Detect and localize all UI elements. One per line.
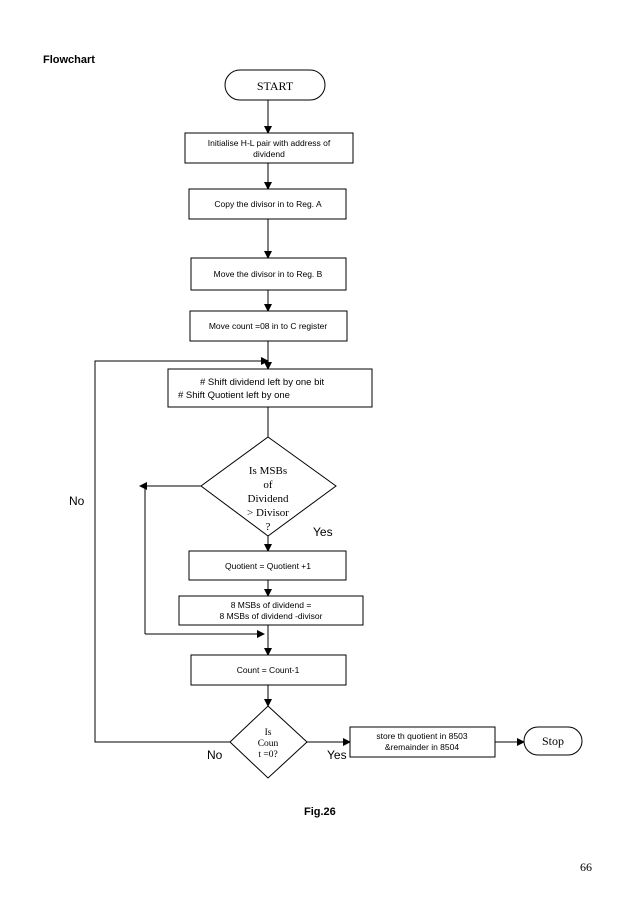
store-label-line1: store th quotient in 8503 [376, 731, 467, 741]
decision-msbs-line2: of [263, 479, 273, 491]
decision-msbs-line4: > Divisor [247, 507, 289, 519]
shift-label-line1: # Shift dividend left by one bit [200, 377, 324, 388]
init-label-line1: Initialise H-L pair with address of [208, 138, 331, 148]
msbs-box: 8 MSBs of dividend = 8 MSBs of dividend … [178, 595, 364, 626]
yes-label-decision-msbs: Yes [313, 525, 333, 539]
figure-caption: Fig.26 [304, 806, 336, 818]
start-label: START [257, 79, 294, 93]
msbs-label-line2: 8 MSBs of dividend -divisor [220, 611, 323, 621]
shift-label-line2: # Shift Quotient left by one [178, 390, 290, 401]
move-count-box: Move count =08 in to C register [189, 310, 348, 342]
stop-terminator: Stop [523, 726, 583, 756]
page-heading: Flowchart [43, 54, 95, 66]
init-label-line2: dividend [253, 149, 285, 159]
copy-divisor-label: Copy the divisor in to Reg. A [214, 199, 322, 209]
decision-msbs: Is MSBs of Dividend > Divisor ? [200, 436, 337, 537]
start-terminator: START [224, 69, 326, 101]
init-box: Initialise H-L pair with address of divi… [184, 132, 354, 164]
count-label: Count = Count-1 [237, 665, 300, 675]
page-number: 66 [580, 860, 592, 874]
decision-count-zero: Is Coun t =0? [229, 705, 308, 779]
move-divisor-label: Move the divisor in to Reg. B [214, 269, 323, 279]
no-label-loop: No [69, 494, 85, 508]
move-count-label: Move count =08 in to C register [209, 321, 328, 331]
quotient-box: Quotient = Quotient +1 [188, 550, 347, 581]
no-label-decision-count: No [207, 748, 223, 762]
move-divisor-box: Move the divisor in to Reg. B [190, 257, 347, 291]
copy-divisor-box: Copy the divisor in to Reg. A [188, 188, 347, 220]
yes-label-decision-count: Yes [327, 748, 347, 762]
count-box: Count = Count-1 [190, 654, 347, 686]
shift-box: # Shift dividend left by one bit # Shift… [167, 368, 373, 408]
store-label-line2: &remainder in 8504 [385, 742, 459, 752]
decision-count-line2: Coun [258, 739, 279, 749]
loop-back-line [94, 357, 269, 743]
decision-count-line1: Is [265, 728, 272, 738]
decision-msbs-line5: ? [266, 521, 271, 533]
store-box: store th quotient in 8503 &remainder in … [349, 726, 496, 758]
stop-label: Stop [542, 734, 564, 748]
quotient-label: Quotient = Quotient +1 [225, 561, 311, 571]
decision-count-line3: t =0? [258, 750, 277, 760]
decision-msbs-line1: Is MSBs [249, 465, 287, 477]
decision-msbs-line3: Dividend [248, 493, 289, 505]
msbs-label-line1: 8 MSBs of dividend = [231, 600, 312, 610]
